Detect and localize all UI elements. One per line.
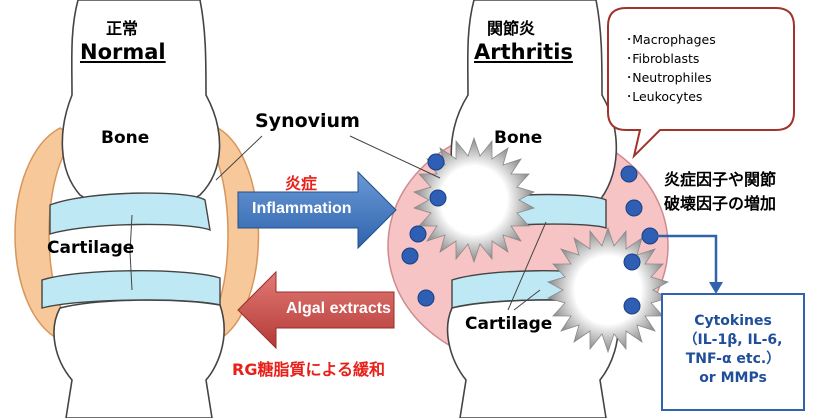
- normal-cartilage-label: Cartilage: [47, 238, 134, 258]
- normal-bone-label: Bone: [101, 128, 149, 148]
- cytokine-text: Cytokines （IL-1β, IL-6, TNF-α etc.） or M…: [662, 312, 804, 388]
- immune-cell: [430, 190, 446, 206]
- synovium-label: Synovium: [255, 110, 360, 132]
- immune-cell: [624, 298, 640, 314]
- normal-upper-bone: [62, 0, 219, 210]
- cell-type-item: ･Macrophages: [626, 30, 716, 49]
- algal-extracts-label: Algal extracts: [286, 300, 391, 318]
- arthritis-title-jp: 関節炎: [487, 15, 535, 39]
- immune-cell: [418, 290, 434, 306]
- cytokine-line: or MMPs: [662, 369, 804, 388]
- cell-type-item: ･Leukocytes: [626, 87, 716, 106]
- immune-cell: [624, 254, 640, 270]
- arthritis-title-en: Arthritis: [474, 40, 573, 64]
- inflammation-label-en: Inflammation: [252, 200, 352, 218]
- immune-cell: [428, 154, 444, 170]
- inflammation-label-jp: 炎症: [285, 170, 317, 194]
- immune-cell: [626, 200, 642, 216]
- normal-title-jp: 正常: [106, 15, 138, 39]
- cell-type-item: ･Neutrophiles: [626, 68, 716, 87]
- cell-type-list: ･Macrophages ･Fibroblasts ･Neutrophiles …: [626, 30, 716, 106]
- normal-lower-bone: [54, 300, 224, 418]
- rg-glycolipid-label: RG糖脂質による緩和: [232, 356, 385, 380]
- cytokine-line: TNF-α etc.）: [662, 350, 804, 369]
- cytokine-line: （IL-1β, IL-6,: [662, 331, 804, 350]
- inflammatory-factors-line-1: 炎症因子や関節: [664, 168, 776, 192]
- immune-cell: [410, 226, 426, 242]
- immune-cell: [621, 166, 637, 182]
- normal-upper-cartilage: [50, 193, 210, 234]
- cell-type-item: ･Fibroblasts: [626, 49, 716, 68]
- normal-title-en: Normal: [80, 40, 166, 64]
- inflammatory-factors-line-2: 破壊因子の増加: [664, 192, 776, 216]
- arthritis-cartilage-label: Cartilage: [465, 314, 552, 334]
- immune-cell: [402, 248, 418, 264]
- inflammatory-factors-note: 炎症因子や関節 破壊因子の増加: [664, 168, 776, 216]
- cytokine-line: Cytokines: [662, 312, 804, 331]
- arthritis-bone-label: Bone: [494, 128, 542, 148]
